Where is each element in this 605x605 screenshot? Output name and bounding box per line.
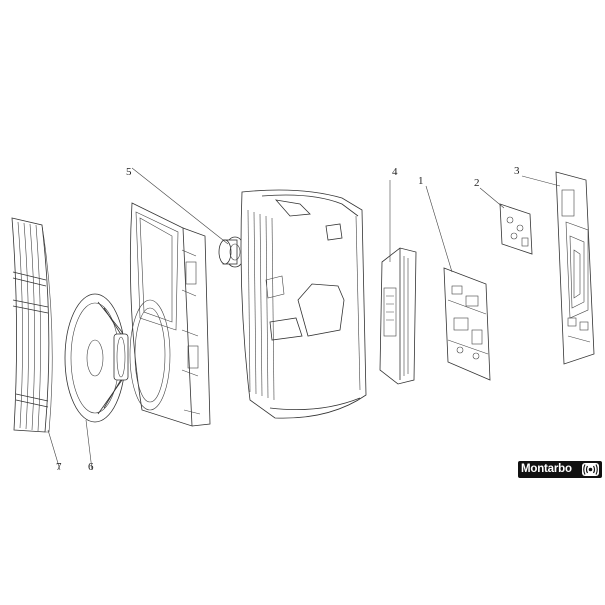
leader-lines [47,167,561,471]
main-pcb [443,267,491,381]
compression-driver [218,236,246,268]
part-labels: 1 2 3 4 5 6 7 [56,165,520,473]
enclosure [240,189,367,419]
label-part-3: 3 [514,165,520,177]
input-board [499,203,533,255]
label-part-4: 4 [392,166,398,178]
leader-5 [131,167,229,245]
leader-7 [47,429,61,471]
label-part-5: 5 [126,166,132,178]
amplifier-module [379,247,417,385]
leader-1 [425,185,453,273]
rear-panel [555,171,595,365]
leader-6 [85,419,93,471]
leader-3 [521,175,561,187]
brand-logo [518,461,602,478]
label-part-7: 7 [56,461,62,473]
label-part-6: 6 [88,461,94,473]
woofer [64,293,129,423]
label-part-1: 1 [418,175,424,187]
leader-2 [479,187,505,209]
brand-name: Montarbo [521,463,572,475]
front-grille [11,217,53,433]
front-baffle [129,202,211,427]
label-part-2: 2 [474,177,480,189]
speaker-wave-icon [582,463,599,476]
